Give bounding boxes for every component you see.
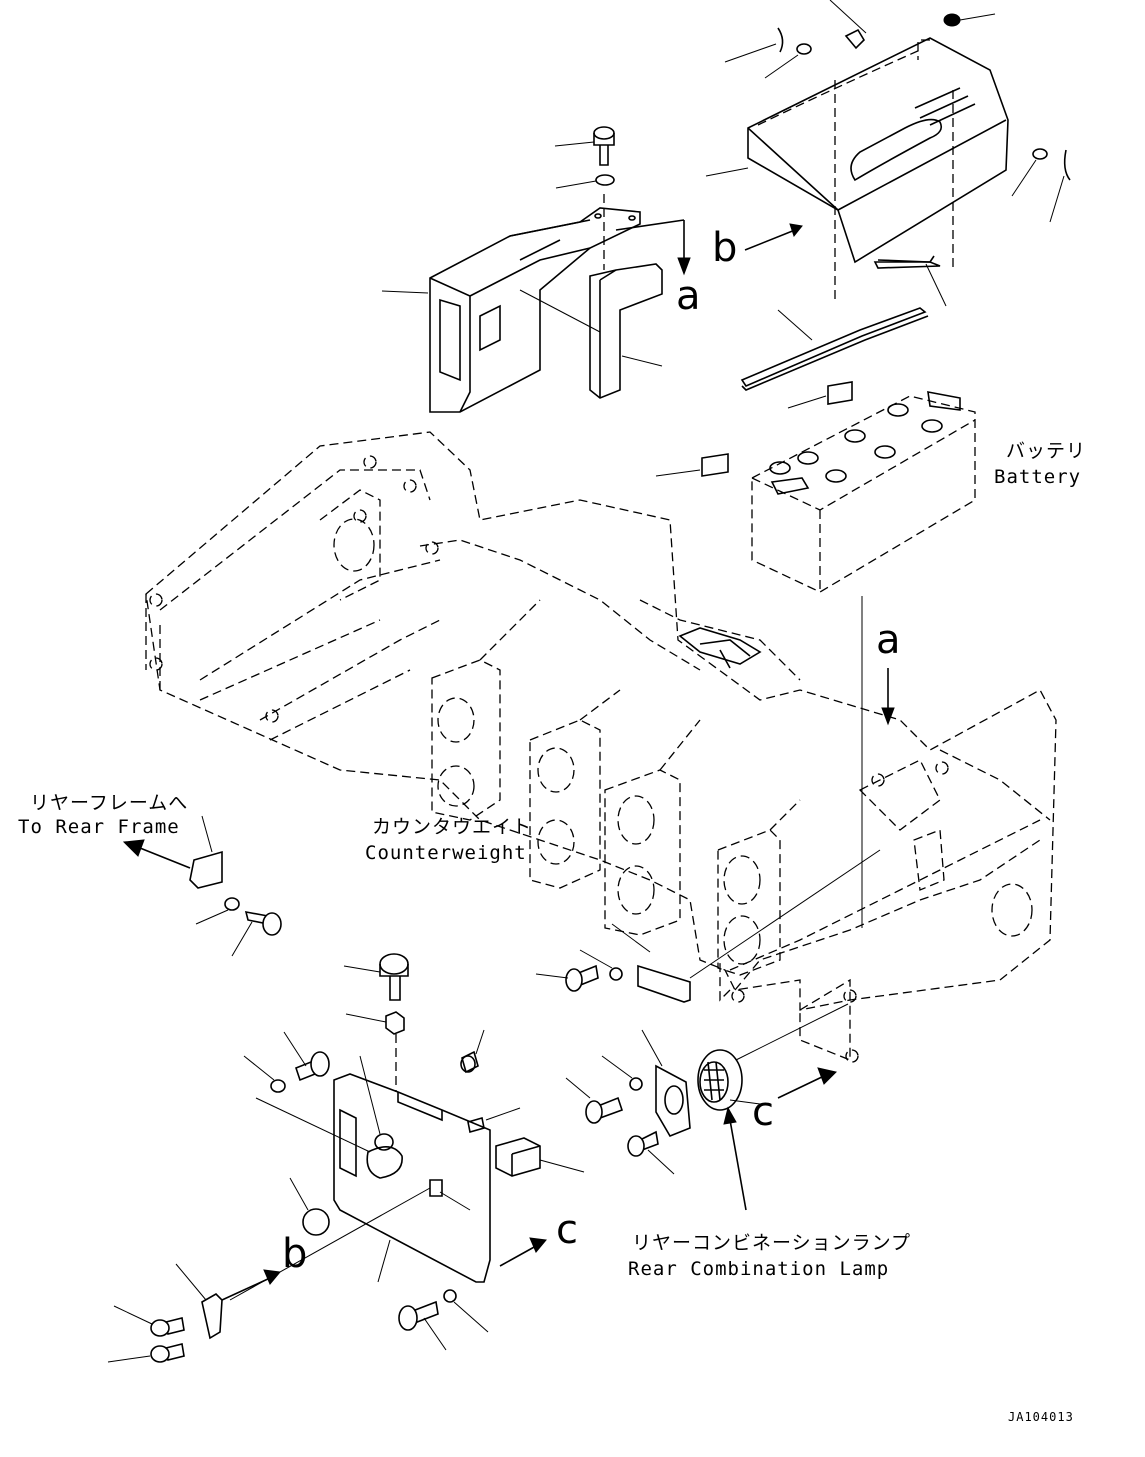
lower-bracket (333, 1073, 491, 1283)
rubber-block (495, 1137, 585, 1177)
counterweight-label-jp: カウンタウエイト (372, 816, 533, 838)
hold-down-rod (740, 255, 947, 391)
rear-lamp-label-jp: リヤーコンビネーションランプ (632, 1232, 912, 1254)
callout-c-bracket: c (556, 1207, 578, 1253)
counterweight (431, 599, 801, 976)
bolt-mid-left (243, 1031, 330, 1093)
callout-a-bracket: a (676, 273, 701, 319)
bolt-bottom-1 (113, 1305, 185, 1337)
knob-bolt (343, 953, 409, 1001)
rear-combination-lamp (697, 1003, 849, 1211)
bolt-top-bracket (554, 126, 615, 189)
cover-plate (611, 849, 881, 1003)
bolt-bottom-mid (398, 1289, 489, 1351)
battery (751, 391, 976, 593)
bolt-lamp-2 (627, 1130, 675, 1175)
bolt-cover-plate (535, 949, 623, 992)
battery-label-en: Battery (994, 466, 1082, 488)
callout-b-cover: b (712, 225, 738, 271)
clip-right (1011, 148, 1071, 223)
rear-frame (145, 431, 1057, 1063)
spring-clip (460, 1029, 485, 1074)
cap-top (943, 13, 996, 27)
terminal-cover-upper (787, 381, 853, 409)
callout-a-frame: a (876, 617, 901, 663)
battery-cover (747, 37, 1009, 269)
lamp-mount-plate (641, 1029, 691, 1137)
bolt-lamp-1 (565, 1055, 643, 1124)
cap-round (289, 1177, 330, 1236)
battery-label-jp: バッテリ (1006, 440, 1087, 462)
clip-left (724, 27, 812, 79)
frame-bracket-top (678, 627, 762, 669)
lamp-plate-left (175, 1263, 281, 1340)
small-clip (467, 1107, 521, 1134)
terminal-cover-lower (655, 453, 729, 477)
callout-c-frame: c (752, 1089, 774, 1135)
callout-b-bottom: b (282, 1231, 308, 1277)
to-rear-frame-label-en: To Rear Frame (18, 816, 180, 838)
washer-left (195, 897, 240, 925)
to-rear-frame-label-jp: リヤーフレームへ (30, 792, 189, 814)
nut-mid (345, 1011, 405, 1092)
bolt-left (231, 910, 282, 957)
drawing-code: JA104013 (1008, 1410, 1074, 1424)
counterweight-label-en: Counterweight (365, 842, 527, 864)
bolt-bottom-2 (107, 1343, 185, 1363)
frame-clip (122, 815, 223, 889)
rear-lamp-label-en: Rear Combination Lamp (628, 1258, 890, 1280)
bracket-post (589, 263, 663, 399)
battery-bracket (381, 207, 641, 413)
wing-nut-top (829, 0, 867, 50)
